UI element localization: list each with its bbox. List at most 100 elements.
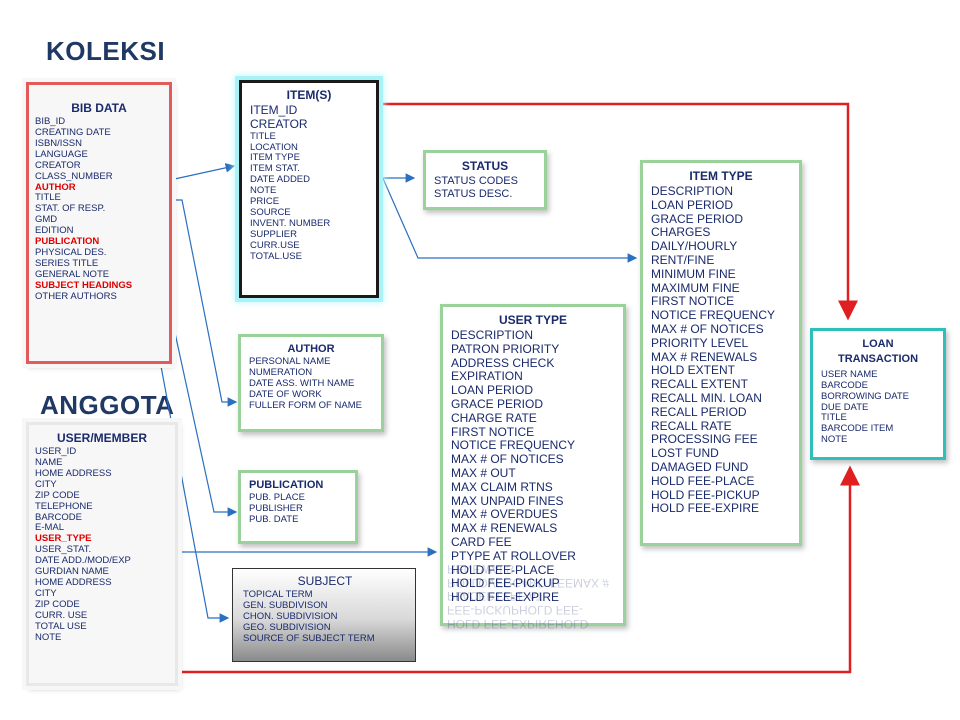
user-member-field: GURDIAN NAME bbox=[35, 566, 109, 578]
user-type-field: GRACE PERIOD bbox=[451, 396, 544, 411]
bib-data-field: CLASS_NUMBER bbox=[35, 170, 113, 182]
item-type-field: CHARGES bbox=[651, 225, 711, 240]
item-type-field: HOLD FEE-PLACE bbox=[651, 473, 755, 488]
link-bib-to-items bbox=[169, 163, 236, 181]
reflection-field: HOLD FEE-EXPIRE bbox=[447, 617, 556, 630]
link-user-to-loan bbox=[178, 465, 860, 674]
user-member-field: USER_STAT. bbox=[35, 544, 92, 556]
user-type-field: CHARGE RATE bbox=[451, 410, 537, 425]
user-member-field: USER_ID bbox=[35, 446, 77, 457]
subject-field: CHON. SUBDIVISION bbox=[243, 610, 338, 622]
user-member-field: NOTE bbox=[35, 631, 62, 643]
loan-transaction-field: NOTE bbox=[821, 434, 848, 446]
user-type-field: MAX CLAIM RTNS bbox=[451, 479, 553, 494]
user-member-field: ZIP CODE bbox=[35, 598, 80, 610]
loan-transaction-title: LOAN TRANSACTION bbox=[837, 338, 919, 366]
user-member-field: HOME ADDRESS bbox=[35, 577, 112, 589]
user-type-field: CARD FEE bbox=[451, 534, 512, 549]
item-type-field: LOST FUND bbox=[651, 446, 719, 461]
user-type-field: NOTICE FREQUENCY bbox=[451, 438, 576, 453]
bib-data-field: PUBLICATION bbox=[35, 236, 100, 248]
items-field: CURR.USE bbox=[250, 239, 300, 251]
item-type-field: MAX # RENEWALS bbox=[651, 349, 758, 364]
author-field: DATE OF WORK bbox=[249, 388, 322, 400]
item-type-field: DAMAGED FUND bbox=[651, 459, 749, 474]
user-type-field: LOAN PERIOD bbox=[451, 383, 534, 398]
user-type-field: HOLD FEE-PLACE bbox=[451, 562, 555, 577]
user-member-field: NAME bbox=[35, 456, 63, 468]
status-title: STATUS bbox=[461, 159, 509, 173]
bib-data-field: OTHER AUTHORS bbox=[35, 290, 117, 302]
heading-anggota: ANGGOTA bbox=[40, 390, 175, 420]
bib-data-field: AUTHOR bbox=[35, 181, 76, 193]
user-type-field: HOLD FEE-EXPIRE bbox=[451, 590, 560, 605]
item-type-field: DESCRIPTION bbox=[651, 184, 734, 198]
items-field: SUPPLIER bbox=[250, 228, 297, 240]
user-type-field: MAX # RENEWALS bbox=[451, 521, 558, 536]
author-field: PERSONAL NAME bbox=[249, 356, 331, 367]
author-field: DATE ASS. WITH NAME bbox=[249, 377, 355, 389]
item-type-field: MINIMUM FINE bbox=[651, 266, 736, 281]
bib-data-field: EDITION bbox=[35, 225, 74, 237]
item-type-field: HOLD EXTENT bbox=[651, 363, 736, 378]
user-type-field: PTYPE AT ROLLOVER bbox=[451, 548, 576, 563]
bib-data-field: SERIES TITLE bbox=[35, 257, 99, 269]
item-type-field: RECALL EXTENT bbox=[651, 377, 748, 392]
item-type-field: MAXIMUM FINE bbox=[651, 280, 740, 295]
user-member-field: TELEPHONE bbox=[35, 500, 93, 512]
items-field: TOTAL.USE bbox=[250, 250, 302, 262]
subject-field: TOPICAL TERM bbox=[243, 589, 313, 600]
items-field: ITEM STAT. bbox=[250, 163, 300, 175]
loan-transaction-field: USER NAME bbox=[821, 368, 878, 380]
user-member-title: USER/MEMBER bbox=[56, 431, 147, 445]
item-type-title: ITEM TYPE bbox=[689, 169, 753, 183]
user-type-field: MAX UNPAID FINES bbox=[451, 493, 564, 508]
subject-field: GEN. SUBDIVISON bbox=[243, 599, 328, 611]
publication-field: PUB. DATE bbox=[249, 513, 299, 525]
link-items-to-loan bbox=[378, 102, 858, 321]
user-type-field: EXPIRATION bbox=[451, 369, 523, 384]
author-title: AUTHOR bbox=[287, 343, 335, 355]
publication-title: PUBLICATION bbox=[249, 479, 324, 491]
user-type-field: DESCRIPTION bbox=[451, 328, 534, 342]
author-field: FULLER FORM OF NAME bbox=[249, 399, 362, 411]
items-field: INVENT. NUMBER bbox=[250, 217, 331, 229]
item-type-field: FIRST NOTICE bbox=[651, 294, 735, 309]
user-member-field: CITY bbox=[35, 587, 57, 599]
status-field: STATUS CODES bbox=[434, 175, 518, 187]
user-type-field: PATRON PRIORITY bbox=[451, 341, 560, 356]
loan-transaction-field: TITLE bbox=[821, 412, 847, 424]
user-member-field: HOME ADDRESS bbox=[35, 467, 112, 479]
items-field: LOCATION bbox=[250, 141, 298, 153]
user-type-field: FIRST NOTICE bbox=[451, 424, 535, 439]
subject-title: SUBJECT bbox=[297, 574, 353, 588]
item-type-field: RECALL RATE bbox=[651, 418, 732, 433]
loan-transaction-field: BARCODE ITEM bbox=[821, 423, 894, 435]
bib-data-field: TITLE bbox=[35, 192, 61, 204]
items-field: NOTE bbox=[250, 185, 277, 197]
items-key-field: ITEM_ID bbox=[250, 103, 298, 117]
item-type-field: DAILY/HOURLY bbox=[651, 239, 738, 254]
item-type-field: LOAN PERIOD bbox=[651, 197, 734, 212]
reflection-field: CARD FEE bbox=[512, 575, 574, 590]
items-field: DATE ADDED bbox=[250, 174, 311, 186]
publication-field: PUB. PLACE bbox=[249, 492, 305, 503]
user-type-field: ADDRESS CHECK bbox=[451, 355, 555, 370]
loan-transaction-field: DUE DATE bbox=[821, 401, 869, 413]
item-type-field: HOLD FEE-PICKUP bbox=[651, 487, 760, 502]
items-key-field: CREATOR bbox=[250, 116, 308, 131]
item-type-field: RECALL MIN. LOAN bbox=[651, 390, 762, 405]
item-type-field: GRACE PERIOD bbox=[651, 211, 744, 226]
items-field: ITEM TYPE bbox=[250, 152, 300, 164]
